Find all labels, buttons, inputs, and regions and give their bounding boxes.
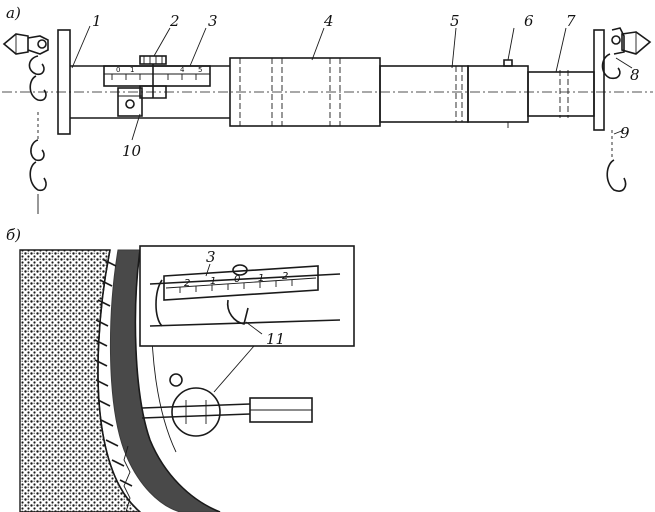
callout-5: 5	[450, 12, 460, 30]
wheel-gauge	[141, 345, 313, 437]
callout-8: 8	[630, 66, 640, 84]
left-lower-hook-2	[29, 161, 47, 192]
scale-b-ticks	[179, 280, 293, 293]
lock-sleeve	[467, 65, 529, 123]
callout-9: 9	[620, 124, 630, 142]
lock-screw	[503, 59, 513, 67]
scale-b-tick-1r: 1	[258, 273, 264, 284]
callout-10: 10	[122, 142, 142, 160]
slide-bracket	[117, 87, 143, 117]
right-center-point	[621, 31, 652, 55]
scale-a-tick-0: 0	[116, 66, 120, 74]
part-a-label: а)	[6, 4, 21, 22]
detail-callout-11: 11	[266, 330, 285, 348]
right-lower-hook	[606, 159, 627, 192]
scale-b-tick-2r: 2	[282, 271, 288, 282]
left-upper-hook-2	[29, 75, 47, 102]
scale-a-tick-5: 5	[198, 66, 202, 74]
left-end-plate	[57, 29, 71, 135]
detail-callout-3: 3	[206, 248, 216, 266]
callout-6: 6	[524, 12, 534, 30]
left-upper-hook	[28, 55, 45, 76]
scale-b-tick-2l: 2	[184, 278, 190, 289]
part-b-label: б)	[6, 226, 21, 244]
right-upper-hook	[601, 53, 621, 80]
callout-7: 7	[566, 12, 576, 30]
hang-chain	[123, 445, 131, 512]
scale-b-tick-0: 0	[234, 274, 240, 285]
scale-a-tick-1: 1	[130, 66, 134, 74]
left-lower-hook	[30, 139, 45, 162]
right-end-assembly	[593, 27, 652, 192]
telescopic-tube	[379, 59, 529, 128]
callout-4: 4	[323, 12, 334, 30]
right-rod	[527, 70, 595, 118]
scale-strip	[163, 265, 319, 301]
scale-b-tick-1l: 1	[210, 276, 216, 287]
scale-a-ticks	[111, 74, 197, 80]
left-end-assembly	[2, 29, 71, 214]
callout-2: 2	[169, 12, 180, 30]
tyre	[19, 249, 221, 512]
pointer-clip	[226, 299, 249, 325]
left-center-point	[2, 33, 29, 55]
callouts-a: 1 2 3 4 5 6 7 8 9 10	[71, 12, 640, 160]
hub-nut	[169, 373, 183, 387]
scale-a-tick-4: 4	[180, 66, 185, 74]
callout-1: 1	[92, 12, 102, 30]
main-bar: 0 1 4 5	[70, 55, 230, 119]
callout-3: 3	[208, 12, 218, 30]
scale-knob	[232, 264, 248, 276]
right-end-plate	[593, 29, 605, 131]
magnifier-circle	[171, 387, 221, 437]
detail-inset: 2 1 0 1 2 3 11	[139, 245, 355, 348]
